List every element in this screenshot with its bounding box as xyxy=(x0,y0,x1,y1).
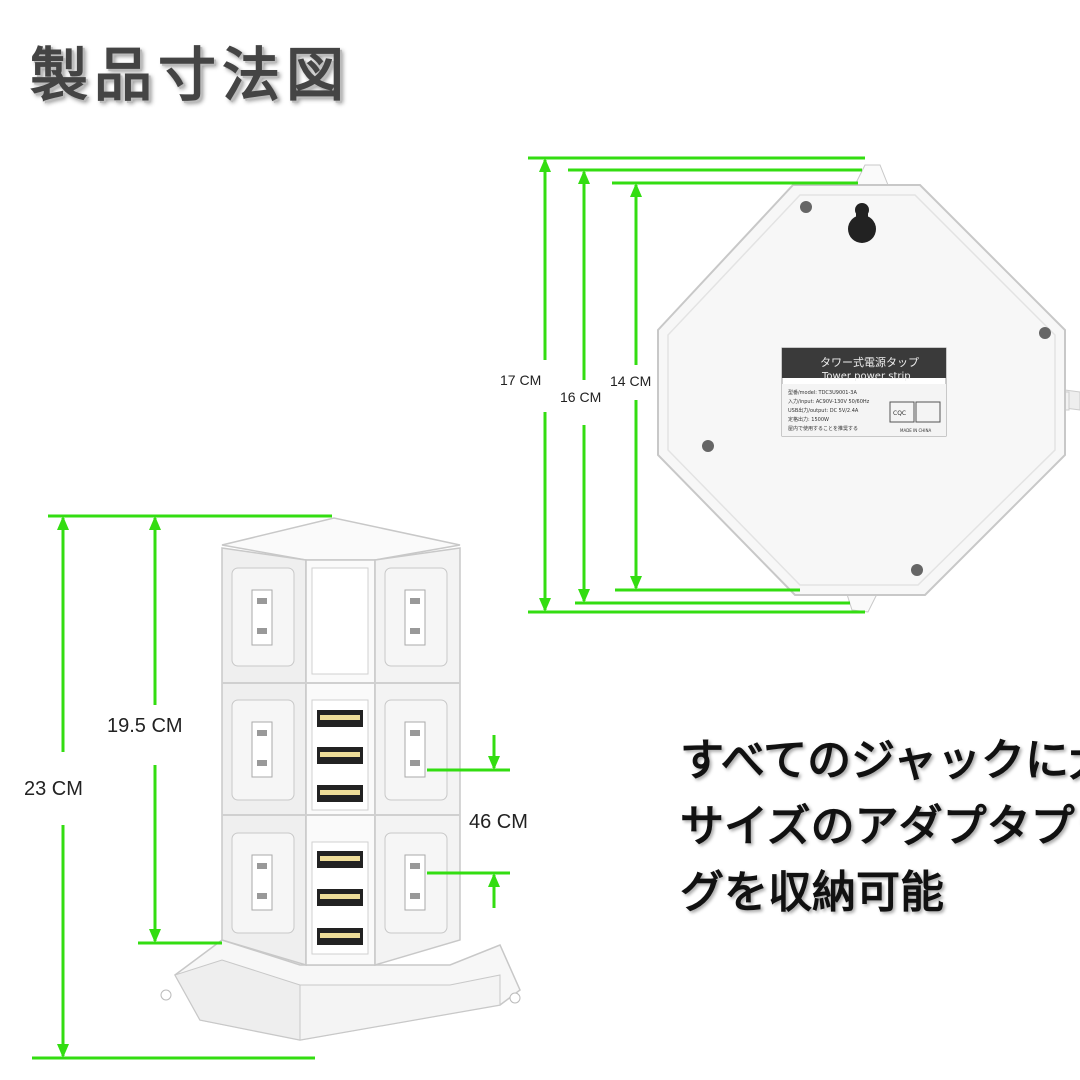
caption-line-2: サイズのアダプタプラ xyxy=(680,801,1080,852)
plate-line-1: 型番/model: TDC3U9001-3A xyxy=(788,389,857,396)
plate-cert-mark: CQC xyxy=(893,410,906,417)
dim-label-14cm: 14 CM xyxy=(608,373,654,389)
dim-label-46cm: 46 CM xyxy=(467,811,530,834)
tower-front-view xyxy=(160,517,521,1041)
dim-label-16cm: 16 CM xyxy=(558,389,604,405)
top-dimension-lines xyxy=(528,156,865,614)
front-dimension-arrows xyxy=(57,516,500,1058)
plate-jp-title: タワー式電源タップ xyxy=(820,355,919,369)
feature-caption: すべてのジャックに大 サイズのアダプタプラ グを収納可能 xyxy=(680,728,1080,926)
plate-line-2: 入力/input: AC90V-130V 50/60Hz xyxy=(788,398,870,405)
dim-label-19-5cm: 19.5 CM xyxy=(105,715,185,738)
front-dimension-lines xyxy=(32,514,510,1060)
page-title: 製品寸法図 xyxy=(30,41,351,109)
dim-label-23cm: 23 CM xyxy=(22,778,85,801)
top-view-octagon xyxy=(657,164,1080,613)
plate-en-title: Tower power strip xyxy=(821,371,911,382)
keyhole-icon xyxy=(848,203,876,243)
dim-label-17cm: 17 CM xyxy=(498,372,544,388)
caption-line-1: すべてのジャックに大 xyxy=(680,735,1080,786)
usb-ports xyxy=(311,699,369,955)
top-dimension-arrows xyxy=(539,158,642,612)
plate-line-3: USB出力/output: DC 5V/2.4A xyxy=(788,407,859,414)
plate-line-4: 定格出力: 1500W xyxy=(788,416,829,423)
plate-origin: MADE IN CHINA xyxy=(900,428,931,433)
plate-line-5: 屋内で使用することを推奨する xyxy=(788,425,858,432)
label-plate xyxy=(781,347,947,437)
caption-line-3: グを収納可能 xyxy=(680,867,944,918)
